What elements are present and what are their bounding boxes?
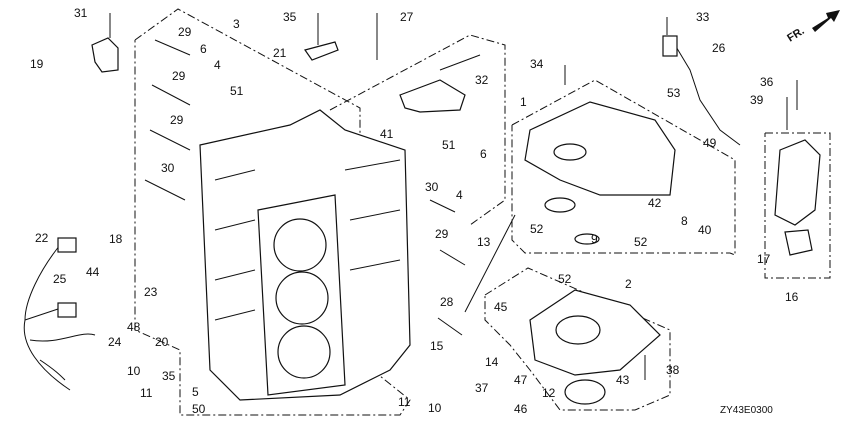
- callout-33: 33: [696, 10, 710, 24]
- callout-52: 52: [558, 272, 572, 286]
- cylinder-bore-2: [275, 271, 329, 325]
- callout-29: 29: [172, 69, 186, 83]
- cylinder-bore-1: [273, 218, 327, 272]
- cylinder-bore-3: [277, 325, 331, 379]
- callout-43: 43: [616, 373, 630, 387]
- front-direction-arrow-icon: [812, 10, 840, 32]
- callout-22: 22: [35, 231, 49, 245]
- callout-12: 12: [542, 386, 556, 400]
- callout-14: 14: [485, 355, 499, 369]
- bracket-21: [304, 41, 339, 61]
- callout-11: 11: [398, 395, 411, 409]
- callout-29: 29: [170, 113, 184, 127]
- bracket-19: [91, 37, 119, 73]
- callout-44: 44: [86, 265, 100, 279]
- connector: [57, 237, 77, 253]
- callout-11: 11: [140, 386, 153, 400]
- callout-18: 18: [109, 232, 123, 246]
- callout-50: 50: [192, 402, 206, 416]
- callout-8: 8: [681, 214, 688, 228]
- sensor-26: [662, 35, 678, 57]
- callout-4: 4: [456, 188, 463, 202]
- connector: [57, 302, 77, 318]
- callout-32: 32: [475, 73, 489, 87]
- oil-pump-plate: [524, 101, 676, 196]
- callout-20: 20: [155, 335, 169, 349]
- wire-harness-26: [674, 44, 741, 146]
- wire-harness-22: [23, 244, 96, 391]
- callout-31: 31: [74, 6, 88, 20]
- callout-26: 26: [712, 41, 726, 55]
- callout-36: 36: [760, 75, 774, 89]
- callout-46: 46: [514, 402, 528, 416]
- group-outline-plate: [511, 79, 736, 256]
- gasket-17: [784, 229, 813, 256]
- callout-38: 38: [666, 363, 680, 377]
- callout-52: 52: [530, 222, 544, 236]
- callout-16: 16: [785, 290, 799, 304]
- callout-41: 41: [380, 127, 394, 141]
- group-outline-breather: [329, 34, 506, 226]
- callout-5: 5: [192, 385, 199, 399]
- callout-4: 4: [214, 58, 221, 72]
- callout-39: 39: [750, 93, 764, 107]
- callout-29: 29: [178, 25, 192, 39]
- direction-label: FR.: [785, 25, 806, 45]
- callout-47: 47: [514, 373, 528, 387]
- callout-1: 1: [520, 95, 527, 109]
- callout-48: 48: [127, 320, 141, 334]
- callout-27: 27: [400, 10, 414, 24]
- callout-23: 23: [144, 285, 158, 299]
- drawing-code: ZY43E0300: [720, 405, 773, 416]
- callout-3: 3: [233, 17, 240, 31]
- callout-40: 40: [698, 223, 712, 237]
- callout-6: 6: [200, 42, 207, 56]
- callout-28: 28: [440, 295, 454, 309]
- callout-6: 6: [480, 147, 487, 161]
- cover-bore: [555, 315, 601, 345]
- callout-45: 45: [494, 300, 508, 314]
- callout-53: 53: [667, 86, 681, 100]
- callout-37: 37: [475, 381, 489, 395]
- callout-52: 52: [634, 235, 648, 249]
- callout-15: 15: [430, 339, 444, 353]
- bolts: [109, 13, 798, 380]
- callout-49: 49: [703, 136, 717, 150]
- block-ribs: [214, 159, 401, 321]
- callout-30: 30: [161, 161, 175, 175]
- callout-13: 13: [477, 235, 491, 249]
- callout-42: 42: [648, 196, 662, 210]
- callout-29: 29: [435, 227, 449, 241]
- callout-51: 51: [230, 84, 244, 98]
- callout-35: 35: [162, 369, 176, 383]
- callout-24: 24: [108, 335, 122, 349]
- group-outline-valve: [764, 132, 831, 279]
- oil-seal-43: [564, 379, 606, 405]
- group-outline-block: [134, 8, 411, 416]
- callout-25: 25: [53, 272, 67, 286]
- dipstick-13: [464, 214, 516, 313]
- callout-10: 10: [127, 364, 141, 378]
- callout-2: 2: [625, 277, 632, 291]
- callout-17: 17: [757, 252, 771, 266]
- callout-10: 10: [428, 401, 442, 415]
- gasket-9: [574, 233, 600, 245]
- callout-9: 9: [591, 232, 598, 246]
- callout-34: 34: [530, 57, 544, 71]
- seal-ring: [553, 143, 587, 161]
- callout-35: 35: [283, 10, 297, 24]
- callout-21: 21: [273, 46, 287, 60]
- callout-19: 19: [30, 57, 44, 71]
- oil-seal-42: [544, 197, 576, 213]
- callout-30: 30: [425, 180, 439, 194]
- callout-51: 51: [442, 138, 456, 152]
- spool-valve: [774, 139, 821, 226]
- breather-cover: [399, 79, 466, 113]
